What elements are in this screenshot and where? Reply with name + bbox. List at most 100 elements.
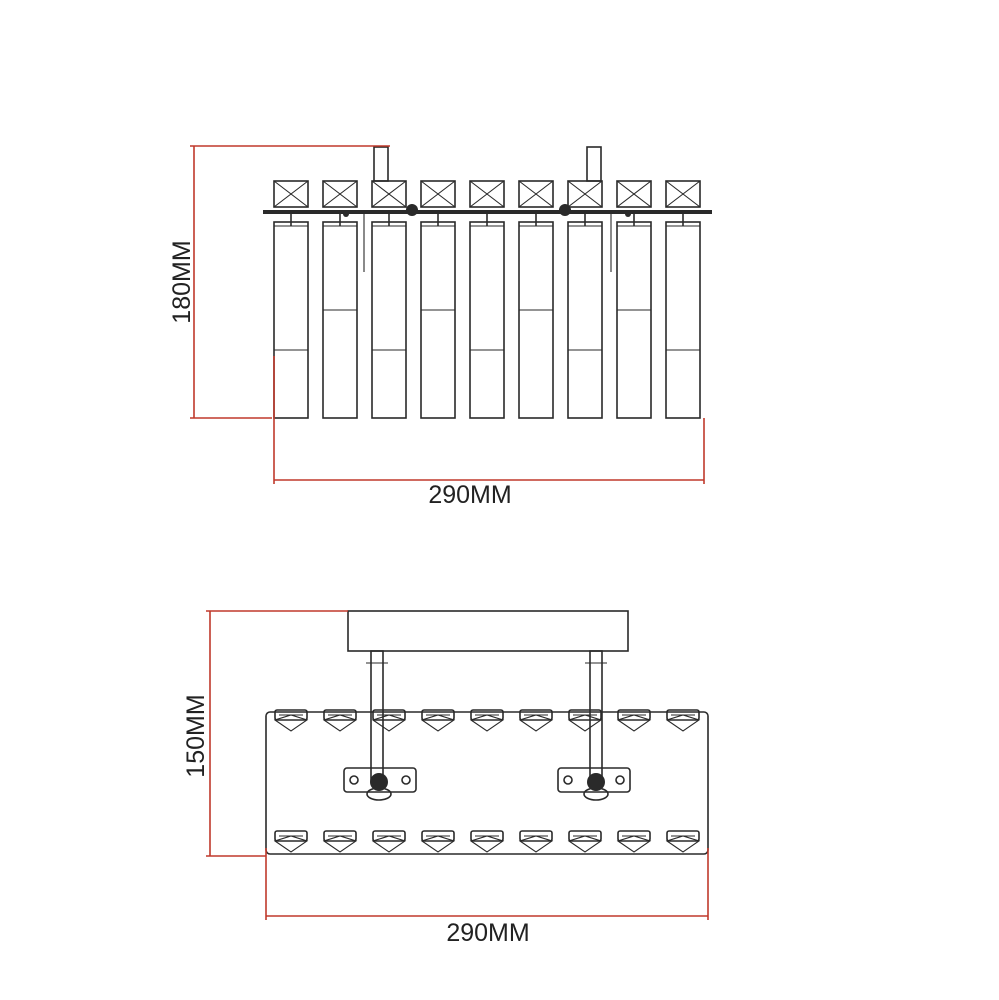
crystal-diamond (616, 714, 652, 732)
crystal-box (322, 180, 358, 208)
crystal-diamond (567, 835, 603, 853)
top-ceiling-plate (347, 610, 629, 652)
crystal-clip (372, 709, 406, 721)
top-crystal (567, 830, 603, 853)
crystal-box (371, 180, 407, 208)
front-crystal-holder (469, 180, 505, 419)
top-view: 150MM 290MM (182, 610, 709, 947)
front-crystal-holder (567, 180, 603, 419)
top-crystal (665, 830, 701, 853)
top-crystal (665, 709, 701, 732)
crystal-prism (322, 221, 358, 419)
front-crystal-holder (518, 180, 554, 419)
crystal-box-cross (273, 180, 309, 208)
top-crystal (273, 830, 309, 853)
crystal-box-cross (469, 180, 505, 208)
crystal-prism (665, 221, 701, 419)
crystal-prism (273, 221, 309, 419)
top-crystal (567, 709, 603, 732)
crystal-diamond (518, 714, 554, 732)
crystal-clip (274, 709, 308, 721)
crystal-box (616, 180, 652, 208)
crystal-clip (323, 709, 357, 721)
crystal-box (567, 180, 603, 208)
top-crystal (371, 830, 407, 853)
top-crystal-row-lower (273, 830, 701, 853)
front-crystal-holder (322, 180, 358, 419)
crystal-diamond (567, 714, 603, 732)
crystal-prism (567, 221, 603, 419)
top-crystal (273, 709, 309, 732)
crystal-clip (617, 830, 651, 842)
crystal-diamond (518, 835, 554, 853)
crystal-diamond (322, 835, 358, 853)
crystal-box (469, 180, 505, 208)
crystal-diamond (469, 714, 505, 732)
crystal-clip (421, 709, 455, 721)
crystal-box-cross (322, 180, 358, 208)
top-crystal (469, 709, 505, 732)
crystal-clip (568, 830, 602, 842)
crystal-box-cross (420, 180, 456, 208)
crystal-clip (421, 830, 455, 842)
crystal-clip (470, 709, 504, 721)
top-mount-bracket-right (557, 767, 631, 801)
crystal-prism (420, 221, 456, 419)
front-height-label: 180MM (168, 240, 196, 323)
front-crystal-row (273, 180, 701, 419)
front-view: 180MM 290MM (168, 145, 712, 509)
crystal-diamond (371, 835, 407, 853)
top-crystal-row-upper (273, 709, 701, 732)
front-crystal-holder (420, 180, 456, 419)
crystal-box-cross (567, 180, 603, 208)
crystal-diamond (665, 835, 701, 853)
top-crystal (420, 830, 456, 853)
crystal-box-cross (665, 180, 701, 208)
crystal-prism (371, 221, 407, 419)
crystal-clip (568, 709, 602, 721)
front-width-label: 290MM (428, 481, 511, 509)
crystal-clip (666, 709, 700, 721)
crystal-clip (470, 830, 504, 842)
top-crystal (518, 709, 554, 732)
top-crystal (469, 830, 505, 853)
crystal-diamond (420, 835, 456, 853)
top-crystal (322, 830, 358, 853)
crystal-clip (666, 830, 700, 842)
top-frame-outline (265, 711, 709, 855)
crystal-diamond (665, 714, 701, 732)
crystal-diamond (371, 714, 407, 732)
front-crystal-holder (665, 180, 701, 419)
crystal-diamond (322, 714, 358, 732)
crystal-prism (469, 221, 505, 419)
crystal-box (420, 180, 456, 208)
front-rod-right (586, 146, 602, 182)
crystal-diamond (616, 835, 652, 853)
crystal-clip (519, 709, 553, 721)
crystal-diamond (273, 835, 309, 853)
crystal-box (665, 180, 701, 208)
crystal-clip (519, 830, 553, 842)
crystal-box (273, 180, 309, 208)
front-bar-knob (625, 211, 631, 217)
top-width-label: 290MM (446, 919, 529, 947)
front-crystal-holder (616, 180, 652, 419)
crystal-box (518, 180, 554, 208)
top-mount-bracket-left (343, 767, 417, 801)
front-crystal-holder (371, 180, 407, 419)
crystal-diamond (273, 714, 309, 732)
crystal-prism (616, 221, 652, 419)
front-rod-left (373, 146, 389, 182)
front-bar-knob (343, 211, 349, 217)
top-crystal (616, 709, 652, 732)
front-bar-knob (406, 204, 418, 216)
crystal-prism (518, 221, 554, 419)
top-crystal (322, 709, 358, 732)
crystal-diamond (420, 714, 456, 732)
front-bar-knob (559, 204, 571, 216)
top-crystal (518, 830, 554, 853)
crystal-box-cross (371, 180, 407, 208)
crystal-diamond (469, 835, 505, 853)
top-height-label: 150MM (182, 694, 210, 777)
